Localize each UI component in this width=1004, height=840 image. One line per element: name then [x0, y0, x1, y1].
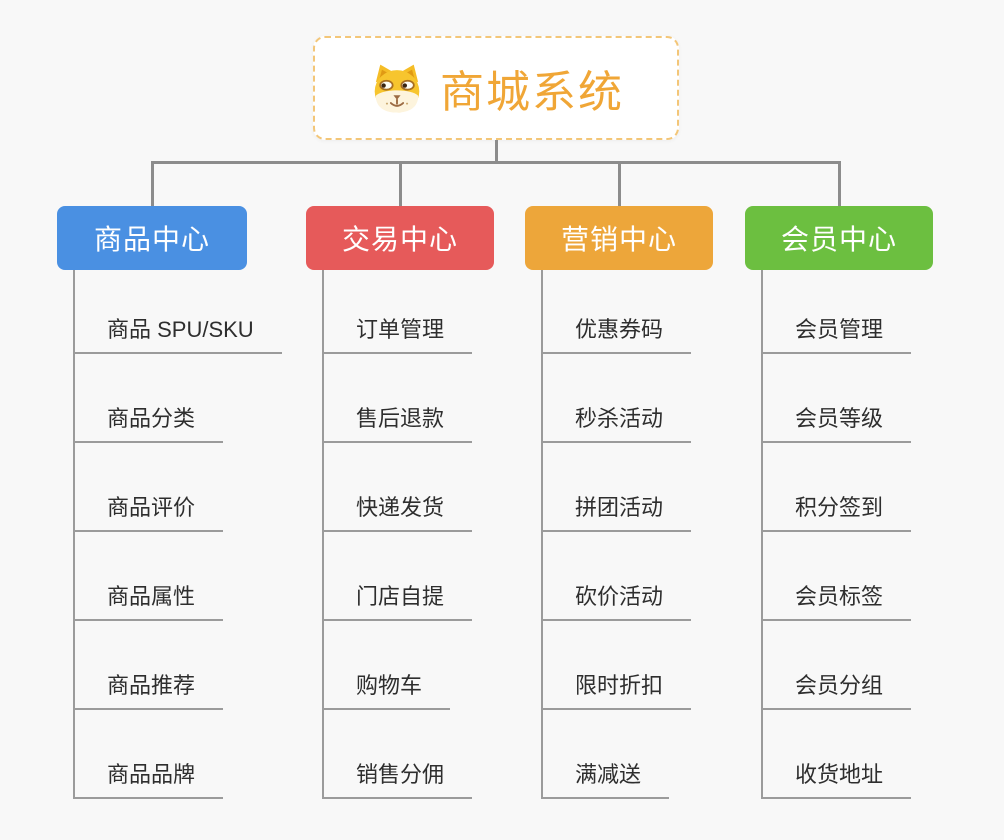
leaf-row: 限时折扣 — [541, 621, 692, 710]
leaf-row: 秒杀活动 — [541, 354, 692, 443]
leaf-node[interactable]: 门店自提 — [322, 579, 473, 621]
leaf-row: 商品 SPU/SKU — [73, 265, 282, 354]
connector-branch-drop — [150, 161, 154, 206]
leaf-row: 商品推荐 — [73, 621, 282, 710]
leaf-row: 会员分组 — [761, 621, 912, 710]
leaf-node[interactable]: 商品属性 — [73, 579, 224, 621]
leaf-node[interactable]: 会员管理 — [761, 312, 912, 354]
leaf-node[interactable]: 订单管理 — [322, 312, 473, 354]
leaf-node[interactable]: 商品 SPU/SKU — [73, 312, 282, 354]
leaf-node[interactable]: 商品推荐 — [73, 668, 224, 710]
leaf-node[interactable]: 拼团活动 — [541, 490, 692, 532]
leaf-node[interactable]: 快递发货 — [322, 490, 473, 532]
leaf-row: 积分签到 — [761, 443, 912, 532]
leaf-node[interactable]: 商品分类 — [73, 401, 224, 443]
leaf-node[interactable]: 商品品牌 — [73, 757, 224, 799]
branch-node-4[interactable]: 会员中心 — [745, 206, 933, 270]
connector-branch-drop — [398, 161, 402, 206]
leaf-node[interactable]: 售后退款 — [322, 401, 473, 443]
root-title: 商城系统 — [440, 68, 624, 117]
leaf-node[interactable]: 限时折扣 — [541, 668, 692, 710]
branch-label: 交易中心 — [341, 224, 458, 255]
leaf-row: 优惠券码 — [541, 265, 692, 354]
connector-root-drop — [494, 140, 498, 164]
leaf-row: 商品分类 — [73, 354, 282, 443]
connector-branch-drop — [617, 161, 621, 206]
leaf-node[interactable]: 收货地址 — [761, 757, 912, 799]
root-node[interactable]: 商城系统 — [313, 36, 679, 140]
leaf-node[interactable]: 砍价活动 — [541, 579, 692, 621]
leaf-row: 收货地址 — [761, 710, 912, 799]
branch-label: 商品中心 — [93, 224, 210, 255]
leaf-node[interactable]: 积分签到 — [761, 490, 912, 532]
leaf-row: 商品属性 — [73, 532, 282, 621]
leaf-row: 商品品牌 — [73, 710, 282, 799]
leaf-column-2: 订单管理售后退款快递发货门店自提购物车销售分佣 — [322, 265, 473, 799]
leaf-row: 商品评价 — [73, 443, 282, 532]
leaf-node[interactable]: 满减送 — [541, 757, 670, 799]
leaf-column-1: 商品 SPU/SKU 商品分类商品评价商品属性商品推荐商品品牌 — [73, 265, 282, 799]
leaf-row: 销售分佣 — [322, 710, 473, 799]
leaf-row: 砍价活动 — [541, 532, 692, 621]
leaf-row: 满减送 — [541, 710, 691, 799]
leaf-node[interactable]: 会员等级 — [761, 401, 912, 443]
leaf-node[interactable]: 秒杀活动 — [541, 401, 692, 443]
leaf-node[interactable]: 购物车 — [322, 668, 451, 710]
connector-leaf-trunk — [541, 270, 543, 799]
leaf-node[interactable]: 商品评价 — [73, 490, 224, 532]
branch-node-2[interactable]: 交易中心 — [306, 206, 494, 270]
leaf-row: 门店自提 — [322, 532, 473, 621]
leaf-row: 会员标签 — [761, 532, 912, 621]
leaf-node[interactable]: 优惠券码 — [541, 312, 692, 354]
connector-leaf-trunk — [761, 270, 763, 799]
connector-leaf-trunk — [73, 270, 75, 799]
leaf-row: 快递发货 — [322, 443, 473, 532]
leaf-node[interactable]: 销售分佣 — [322, 757, 473, 799]
branch-node-3[interactable]: 营销中心 — [525, 206, 713, 270]
connector-bus — [150, 161, 841, 164]
leaf-row: 订单管理 — [322, 265, 473, 354]
dog-face-icon — [374, 64, 420, 113]
branch-node-1[interactable]: 商品中心 — [57, 206, 247, 270]
leaf-row: 拼团活动 — [541, 443, 692, 532]
connector-leaf-trunk — [322, 270, 324, 799]
leaf-row: 会员等级 — [761, 354, 912, 443]
leaf-column-3: 优惠券码秒杀活动拼团活动砍价活动限时折扣满减送 — [541, 265, 692, 799]
branch-label: 营销中心 — [560, 224, 677, 255]
leaf-row: 售后退款 — [322, 354, 473, 443]
leaf-row: 会员管理 — [761, 265, 912, 354]
connector-branch-drop — [837, 161, 841, 206]
leaf-column-4: 会员管理会员等级积分签到会员标签会员分组收货地址 — [761, 265, 912, 799]
leaf-node[interactable]: 会员分组 — [761, 668, 912, 710]
branch-label: 会员中心 — [780, 224, 897, 255]
leaf-node[interactable]: 会员标签 — [761, 579, 912, 621]
leaf-row: 购物车 — [322, 621, 472, 710]
